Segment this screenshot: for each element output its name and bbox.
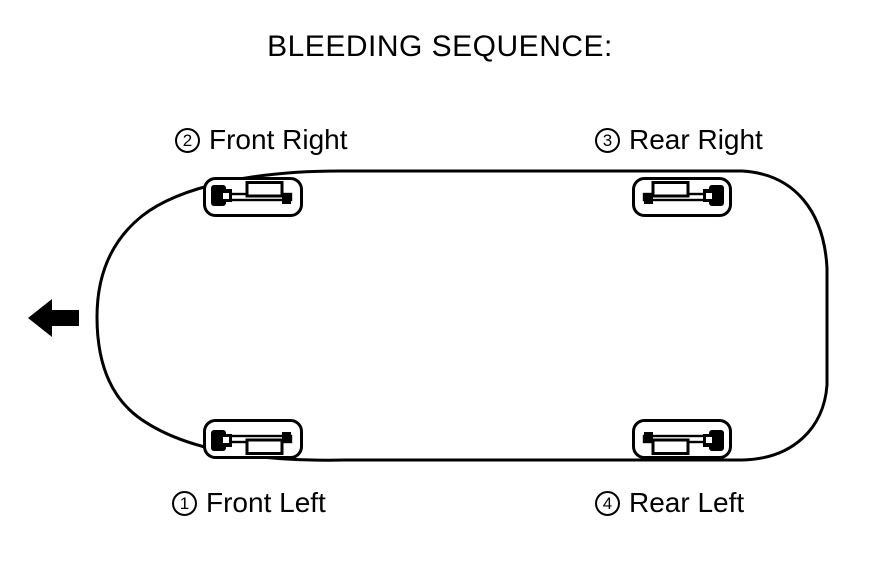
wheel-front-left-icon <box>203 419 303 459</box>
wheel-label-text: Front Right <box>209 124 348 155</box>
sequence-number-badge: 4 <box>595 490 620 516</box>
label-front-right: 2 Front Right <box>175 125 348 155</box>
wheel-label-text: Front Left <box>206 487 326 518</box>
wheel-rear-left-icon <box>632 419 732 459</box>
page-title: BLEEDING SEQUENCE: <box>267 30 613 63</box>
label-rear-right: 3 Rear Right <box>595 125 763 155</box>
car-body-outline <box>95 169 829 462</box>
label-front-left: 1 Front Left <box>172 488 326 518</box>
wheel-front-right-icon <box>203 177 303 217</box>
wheel-rear-right-icon <box>632 177 732 217</box>
label-rear-left: 4 Rear Left <box>595 488 744 518</box>
sequence-number-badge: 1 <box>172 490 197 516</box>
wheel-label-text: Rear Right <box>629 124 763 155</box>
sequence-number-badge: 3 <box>595 127 620 153</box>
front-direction-arrow-icon <box>28 299 79 337</box>
wheel-label-text: Rear Left <box>629 487 745 518</box>
sequence-number-badge: 2 <box>175 127 200 153</box>
